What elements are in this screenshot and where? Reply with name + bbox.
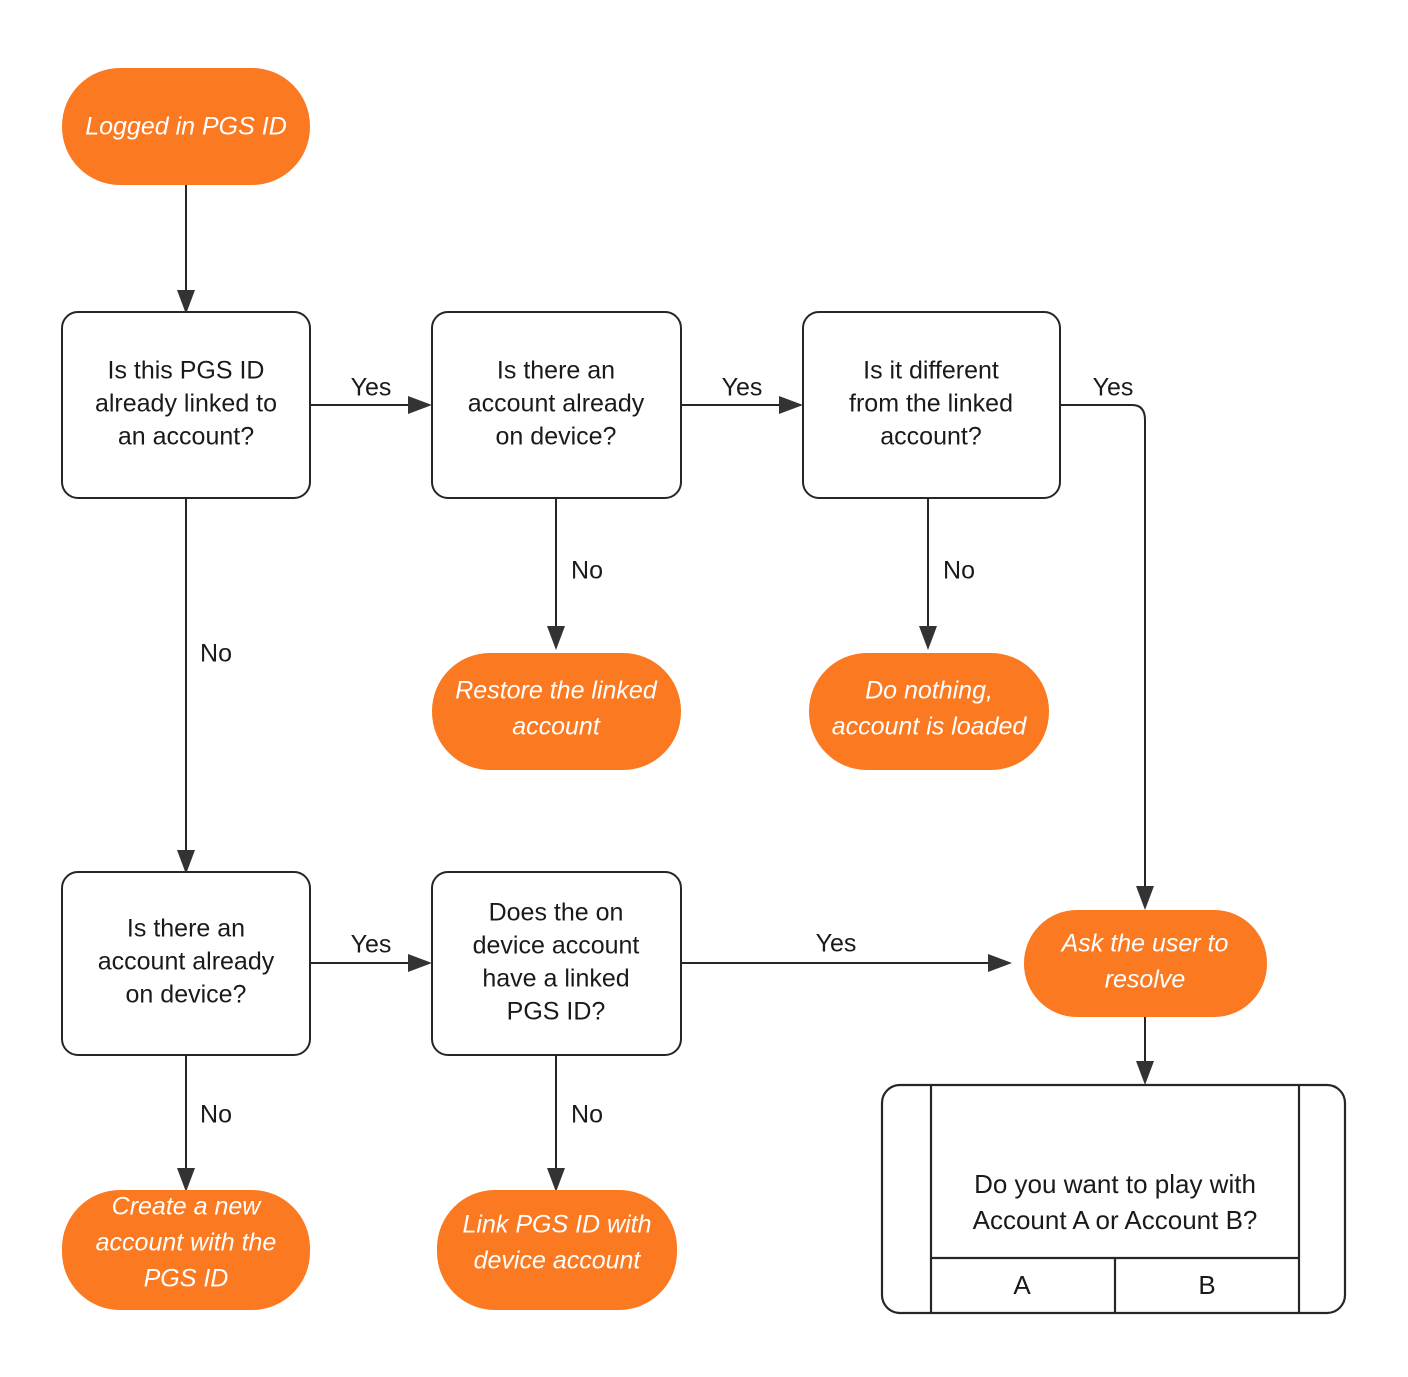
node-decision-different-from-linked-shape[interactable]	[802, 311, 1061, 499]
edge-label-d5-no: No	[571, 1101, 603, 1129]
node-terminal-link-pgs-id-line2: device account	[474, 1247, 642, 1275]
node-terminal-create-new-account-line2: account with the	[96, 1229, 277, 1257]
edge-label-d1-no: No	[200, 640, 232, 668]
node-decision-different-from-linked[interactable]: Is it different from the linked account?	[802, 311, 1061, 499]
node-decision-account-on-device-top-line1: Is there an	[497, 357, 615, 385]
node-terminal-link-pgs-id[interactable]: Link PGS ID with device account	[437, 1190, 677, 1310]
node-terminal-do-nothing[interactable]: Do nothing, account is loaded	[809, 653, 1049, 770]
edge-label-d5-yes: Yes	[816, 930, 857, 958]
edge-label-d4-no: No	[200, 1101, 232, 1129]
node-decision-pgs-id-linked[interactable]: Is this PGS ID already linked to an acco…	[61, 311, 311, 499]
edge-d1-no-to-d4	[177, 498, 195, 874]
node-decision-account-on-device-bottom-shape[interactable]	[61, 871, 311, 1056]
node-terminal-do-nothing-line2: account is loaded	[832, 713, 1028, 741]
node-terminal-ask-user-resolve[interactable]: Ask the user to resolve	[1024, 910, 1267, 1017]
node-decision-device-account-linked-pgs-line4: PGS ID?	[507, 998, 606, 1026]
node-terminal-restore-linked-account-line2: account	[512, 713, 601, 741]
node-terminal-create-new-account-shape[interactable]	[62, 1190, 310, 1310]
node-start-label: Logged in PGS ID	[85, 113, 287, 141]
edge-d5-yes-to-ask	[681, 954, 1012, 972]
node-decision-device-account-linked-pgs-line1: Does the on	[489, 899, 624, 927]
edge-label-d3-yes: Yes	[1093, 374, 1134, 402]
edge-d3-no-to-donothing	[919, 498, 937, 650]
node-decision-different-from-linked-line2: from the linked	[849, 390, 1013, 418]
node-terminal-create-new-account-line3: PGS ID	[144, 1265, 229, 1293]
node-decision-account-on-device-top-line2: account already	[468, 390, 645, 418]
node-terminal-do-nothing-shape[interactable]	[809, 653, 1049, 770]
dialog-mockup: Do you want to play with Account A or Ac…	[880, 1083, 1347, 1315]
node-decision-device-account-linked-pgs-line3: have a linked	[482, 965, 629, 993]
node-terminal-restore-linked-account-shape[interactable]	[432, 653, 681, 770]
dialog-message-line2: Account A or Account B?	[973, 1205, 1258, 1235]
node-terminal-restore-linked-account-line1: Restore the linked	[455, 677, 658, 705]
node-terminal-ask-user-resolve-line2: resolve	[1105, 966, 1186, 994]
node-decision-pgs-id-linked-line1: Is this PGS ID	[108, 357, 265, 385]
dialog-message-line1: Do you want to play with	[974, 1169, 1256, 1199]
node-start[interactable]: Logged in PGS ID	[62, 68, 310, 185]
edge-label-d2-no: No	[571, 557, 603, 585]
node-decision-account-on-device-bottom-line1: Is there an	[127, 915, 245, 943]
edge-d2-no-to-restore	[547, 498, 565, 650]
edge-d5-no-to-link	[547, 1055, 565, 1192]
node-decision-device-account-linked-pgs[interactable]: Does the on device account have a linked…	[431, 871, 682, 1056]
dialog-button-a[interactable]: A	[1013, 1270, 1031, 1300]
node-terminal-ask-user-resolve-line1: Ask the user to	[1060, 930, 1229, 958]
node-decision-device-account-linked-pgs-line2: device account	[473, 932, 640, 960]
node-decision-pgs-id-linked-line2: already linked to	[95, 390, 277, 418]
node-terminal-create-new-account[interactable]: Create a new account with the PGS ID	[62, 1190, 310, 1310]
node-decision-different-from-linked-line1: Is it different	[863, 357, 999, 385]
edge-label-d1-yes: Yes	[351, 374, 392, 402]
node-terminal-restore-linked-account[interactable]: Restore the linked account	[432, 653, 681, 770]
edge-label-d3-no: No	[943, 557, 975, 585]
edge-start-to-d1	[177, 185, 195, 314]
edge-d4-no-to-create	[177, 1055, 195, 1192]
dialog-button-b[interactable]: B	[1198, 1270, 1215, 1300]
edges-layer	[177, 185, 1154, 1192]
edge-d1-yes-to-d2	[310, 396, 432, 414]
node-decision-pgs-id-linked-line3: an account?	[118, 423, 254, 451]
edge-label-d2-yes: Yes	[722, 374, 763, 402]
node-decision-device-account-linked-pgs-shape[interactable]	[431, 871, 682, 1056]
dialog-frame	[880, 1083, 1347, 1315]
node-decision-account-on-device-bottom-line3: on device?	[126, 981, 247, 1009]
edge-labels-layer: Yes No Yes No Yes No Yes No Yes No	[200, 374, 1133, 1129]
edge-ask-to-dialog	[1136, 1017, 1154, 1085]
node-decision-account-on-device-bottom[interactable]: Is there an account already on device?	[61, 871, 311, 1056]
node-terminal-create-new-account-line1: Create a new	[112, 1193, 263, 1221]
edge-d3-yes-to-ask	[1060, 404, 1154, 910]
node-terminal-link-pgs-id-line1: Link PGS ID with	[463, 1211, 652, 1239]
node-terminal-link-pgs-id-shape[interactable]	[437, 1190, 677, 1310]
edge-label-d4-yes: Yes	[351, 931, 392, 959]
node-decision-account-on-device-top-line3: on device?	[496, 423, 617, 451]
edge-d4-yes-to-d5	[310, 954, 432, 972]
node-decision-account-on-device-top-shape[interactable]	[431, 311, 682, 499]
node-terminal-do-nothing-line1: Do nothing,	[865, 677, 993, 705]
node-decision-account-on-device-top[interactable]: Is there an account already on device?	[431, 311, 682, 499]
node-decision-account-on-device-bottom-line2: account already	[98, 948, 275, 976]
edge-d2-yes-to-d3	[681, 396, 803, 414]
node-decision-different-from-linked-line3: account?	[880, 423, 981, 451]
node-decision-pgs-id-linked-shape[interactable]	[61, 311, 311, 499]
node-start-shape[interactable]	[62, 68, 310, 185]
node-terminal-ask-user-resolve-shape[interactable]	[1024, 910, 1267, 1017]
